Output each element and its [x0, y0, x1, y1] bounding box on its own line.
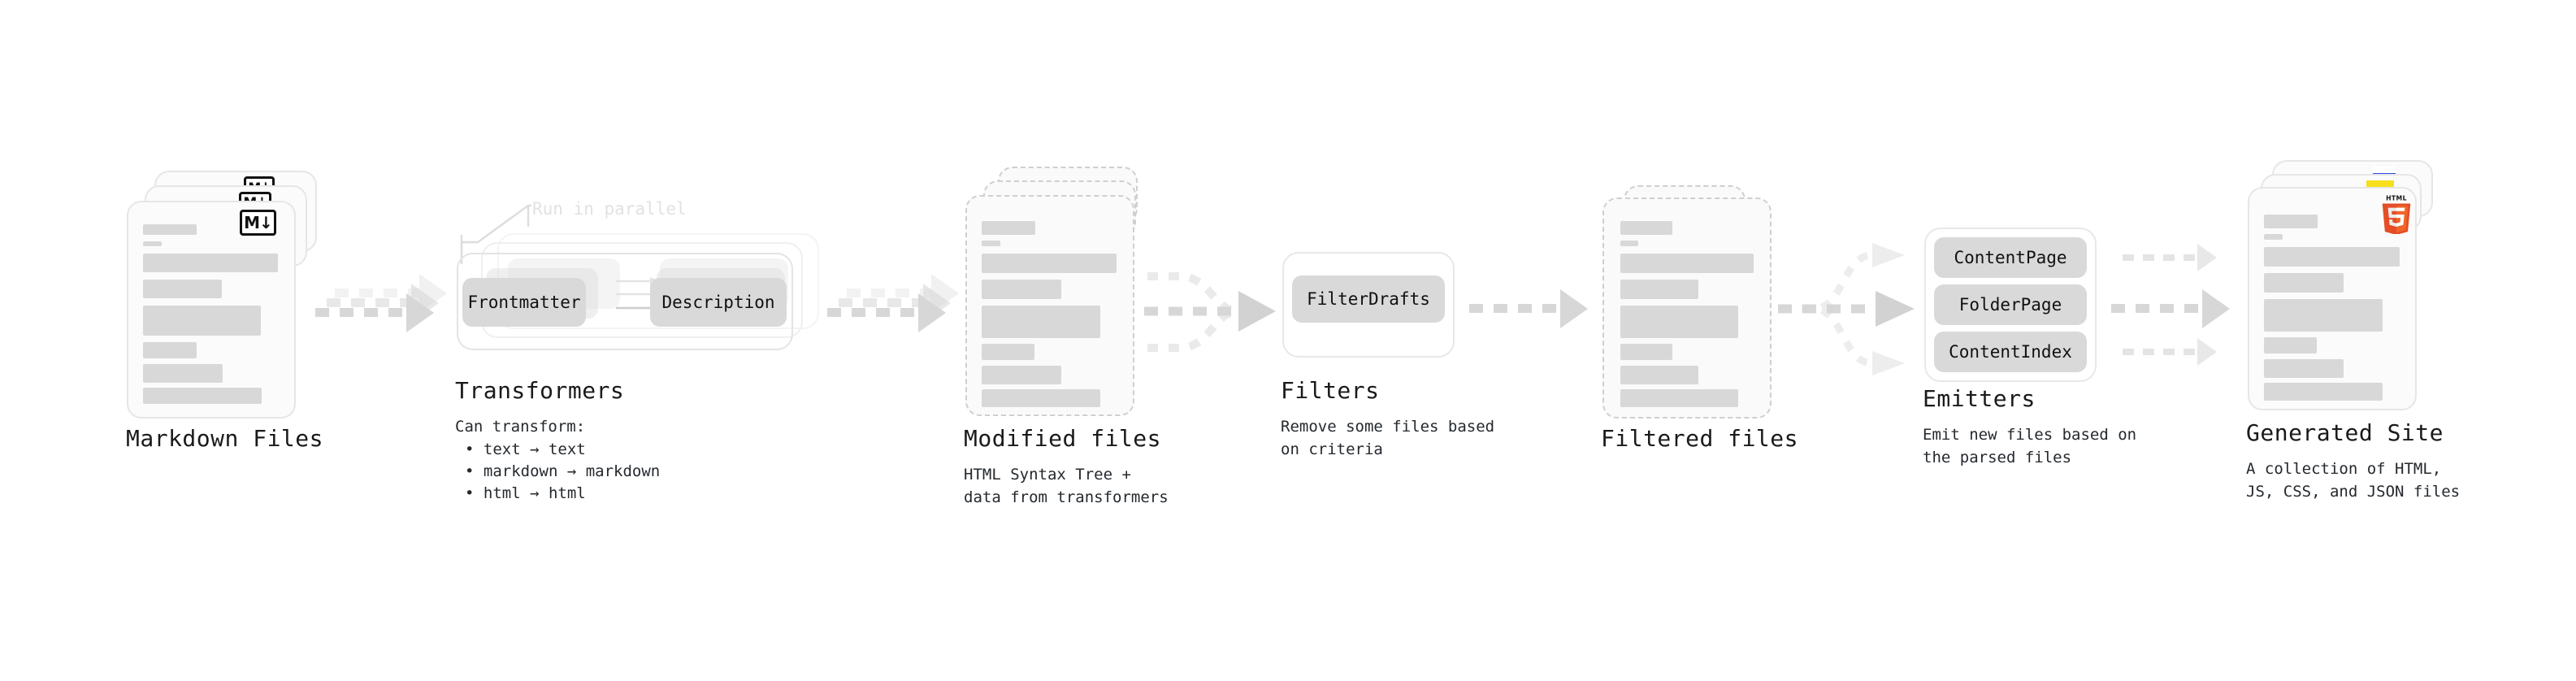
placeholder-line	[1620, 280, 1698, 299]
placeholder-line	[2264, 359, 2344, 378]
modified-files-title: Modified files	[964, 425, 1162, 452]
transformer-node-description[interactable]: Description	[650, 278, 787, 327]
transformer-node-frontmatter[interactable]: Frontmatter	[462, 278, 586, 327]
placeholder-line	[143, 364, 223, 383]
fan-out-paths	[1778, 243, 1915, 375]
fan-in-paths	[1144, 272, 1276, 352]
placeholder-line	[982, 366, 1061, 384]
run-in-parallel-label: Run in parallel	[532, 199, 687, 219]
placeholder-line	[143, 388, 262, 404]
placeholder-line	[982, 344, 1034, 360]
html5-icon: HTML	[2382, 195, 2411, 234]
placeholder-line	[1620, 221, 1672, 235]
generated-site-description: A collection of HTML, JS, CSS, and JSON …	[2246, 460, 2461, 501]
placeholder-line	[982, 254, 1117, 273]
placeholder-line	[143, 241, 162, 246]
placeholder-line	[143, 254, 278, 272]
emitter-node-contentindex[interactable]: ContentIndex	[1934, 332, 2087, 372]
placeholder-line	[2264, 215, 2318, 228]
placeholder-line	[1620, 306, 1738, 338]
placeholder-line	[2264, 234, 2283, 240]
filters-title: Filters	[1281, 377, 1380, 404]
placeholder-line	[2264, 337, 2317, 354]
emitters-group	[1924, 228, 2097, 382]
placeholder-line	[1620, 241, 1638, 246]
filter-node-filterdrafts[interactable]: FilterDrafts	[1292, 275, 1445, 323]
placeholder-line	[982, 389, 1100, 407]
placeholder-line	[1620, 254, 1754, 273]
placeholder-line	[143, 306, 261, 336]
placeholder-line	[982, 221, 1035, 235]
placeholder-line	[143, 342, 197, 358]
placeholder-line	[1620, 389, 1738, 407]
transformers-title: Transformers	[455, 377, 625, 404]
emitters-title: Emitters	[1923, 385, 2036, 412]
markdown-badge: M↓	[240, 210, 276, 236]
transformers-bullet-1: • markdown → markdown	[465, 462, 661, 480]
filtered-files-title: Filtered files	[1601, 425, 1799, 452]
placeholder-line	[1620, 344, 1672, 360]
placeholder-line	[2264, 299, 2383, 332]
filters-group	[1282, 252, 1455, 358]
placeholder-line	[2264, 383, 2383, 401]
transformers-bullet-2: • html → html	[465, 484, 586, 502]
transformers-description: Can transform:	[455, 418, 586, 436]
filters-description: Remove some files based on criteria	[1281, 418, 1495, 458]
placeholder-line	[143, 224, 197, 235]
placeholder-line	[982, 280, 1061, 299]
emitter-node-contentpage[interactable]: ContentPage	[1934, 237, 2087, 278]
generated-site-title: Generated Site	[2246, 419, 2444, 446]
placeholder-line	[2264, 247, 2400, 267]
svg-text:HTML: HTML	[2386, 195, 2407, 202]
placeholder-line	[2264, 273, 2344, 293]
transformers-group	[457, 253, 793, 350]
modified-files-description: HTML Syntax Tree + data from transformer…	[964, 466, 1169, 506]
placeholder-line	[982, 306, 1100, 338]
placeholder-line	[143, 280, 222, 298]
placeholder-line	[982, 241, 1000, 246]
emitter-node-folderpage[interactable]: FolderPage	[1934, 284, 2087, 325]
markdown-files-title: Markdown Files	[126, 425, 324, 452]
emitters-description: Emit new files based on the parsed files	[1923, 426, 2137, 466]
transformers-bullet-0: • text → text	[465, 440, 586, 458]
placeholder-line	[1620, 366, 1698, 384]
